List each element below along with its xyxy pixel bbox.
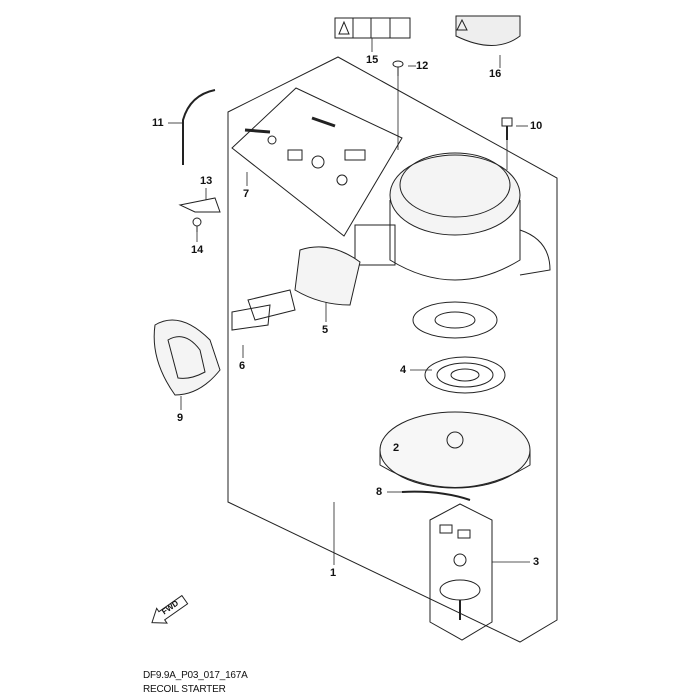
callout-16: 16 (489, 68, 502, 80)
handle-5 (294, 246, 361, 306)
callout-9: 9 (177, 412, 184, 424)
screw-14 (192, 217, 202, 232)
callout-10: 10 (530, 120, 543, 132)
warning-label-16 (455, 15, 521, 46)
callout-2: 2 (393, 442, 400, 454)
callout-8: 8 (376, 486, 383, 498)
screw-12 (392, 60, 404, 76)
cable-11 (182, 89, 216, 165)
callout-15: 15 (366, 54, 379, 66)
assembly-outline (227, 56, 558, 643)
grip-9 (153, 319, 221, 396)
diagram-code: DF9.9A_P03_017_167A (143, 670, 248, 681)
callout-12: 12 (416, 60, 429, 72)
bolt-10 (501, 117, 513, 140)
ratchet-parts-3 (439, 524, 481, 620)
callout-4: 4 (400, 364, 407, 376)
linkage-parts-7 (244, 116, 366, 186)
diagram-title: RECOIL STARTER (143, 684, 226, 695)
plate (412, 301, 498, 339)
callout-6: 6 (239, 360, 246, 372)
spring-4 (424, 356, 506, 394)
callout-14: 14 (191, 244, 204, 256)
starter-housing-1 (354, 152, 551, 281)
rope-8 (401, 490, 471, 501)
subassembly-3-box (429, 503, 493, 641)
handle-insert-6 (231, 289, 296, 331)
callout-11: 11 (152, 117, 164, 129)
fwd-arrow-icon (151, 594, 189, 624)
callout-1: 1 (330, 567, 337, 579)
reel-2 (379, 411, 531, 489)
callout-5: 5 (322, 324, 329, 336)
warning-label-15 (334, 17, 411, 39)
callout-7: 7 (243, 188, 250, 200)
callout-3: 3 (533, 556, 540, 568)
subassembly-7-box (231, 87, 403, 237)
bracket-13 (178, 197, 221, 213)
callout-13: 13 (200, 175, 213, 187)
